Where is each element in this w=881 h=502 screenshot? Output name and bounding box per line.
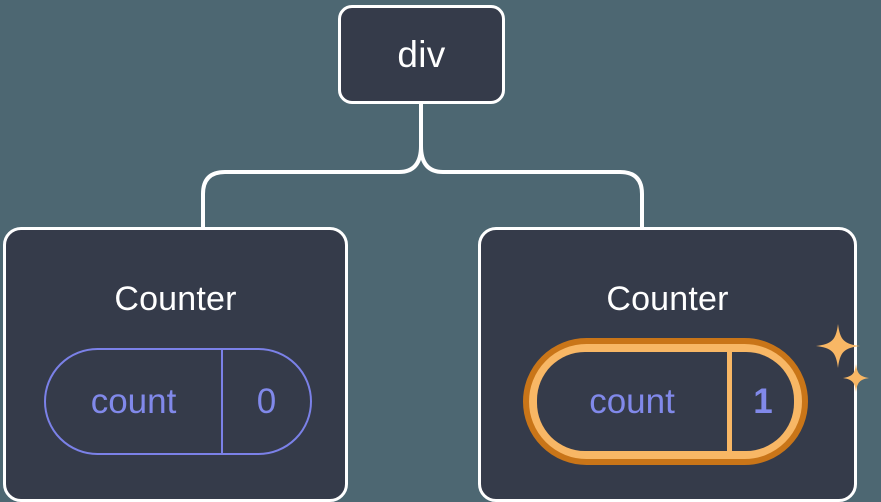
edge-div-to-counter-left [201,144,423,229]
edge-div-to-counter-right [419,144,644,229]
node-div-label: div [397,33,446,75]
state-value-cell: 0 [223,350,310,453]
state-value-label: 1 [753,381,773,421]
state-value-label: 0 [256,381,277,421]
state-key-cell: count [46,350,223,453]
node-counter-left-label: Counter [114,280,237,318]
state-key-cell: count [537,352,732,451]
node-counter-right-label: Counter [606,280,729,318]
state-pill-count-left[interactable]: count 0 [44,348,312,455]
state-pill-inner: count 1 [537,352,794,451]
state-key-label: count [90,381,177,421]
node-div[interactable]: div [338,5,505,104]
state-value-cell: 1 [732,352,794,451]
sparkle-icon-large [816,324,860,368]
sparkle-icon-small [843,364,869,392]
node-counter-left[interactable]: Counter count 0 [3,227,348,502]
node-counter-right[interactable]: Counter count 1 [478,227,869,502]
state-pill-count-right[interactable]: count 1 [523,338,808,465]
sparkles-group [816,324,869,392]
state-key-label: count [589,381,675,421]
